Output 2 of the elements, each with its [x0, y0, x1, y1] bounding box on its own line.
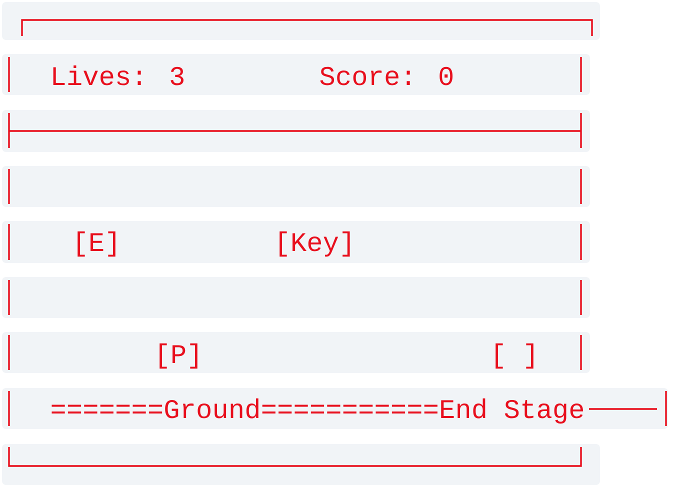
- status-text: Score: 0: [320, 66, 453, 86]
- status-text: Lives: 3: [53, 65, 184, 86]
